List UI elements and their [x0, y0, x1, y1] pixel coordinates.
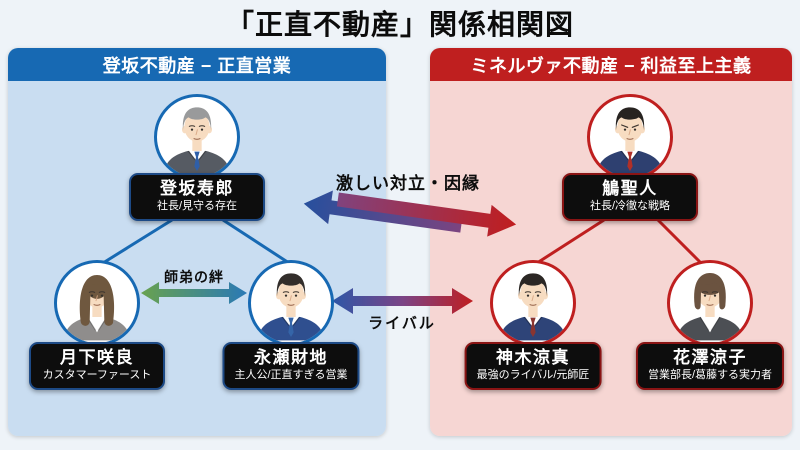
- character-role: 営業部長/葛藤する実力者: [647, 369, 773, 382]
- character-name: 月下咲良: [60, 348, 134, 367]
- namebox: 鵤聖人 社長/冷徹な戦略: [562, 173, 698, 221]
- namebox: 登坂寿郎 社長/見守る存在: [129, 173, 265, 221]
- character-name: 神木涼真: [496, 348, 570, 367]
- mentor-bond-arrow: [141, 282, 247, 304]
- namebox: 花澤涼子 営業部長/葛藤する実力者: [635, 342, 785, 390]
- avatar-kamiki-ryoma: [490, 260, 576, 346]
- namebox: 神木涼真 最強のライバル/元師匠: [464, 342, 602, 390]
- character-role: 最強のライバル/元師匠: [476, 369, 590, 382]
- avatar-hanazawa-ryoko: [667, 260, 753, 346]
- character-name: 鵤聖人: [602, 179, 658, 198]
- character-role: 主人公/正直すぎる営業: [234, 369, 348, 382]
- namebox: 永瀬財地 主人公/正直すぎる営業: [222, 342, 360, 390]
- relationship-label-rival: ライバル: [368, 315, 436, 332]
- character-role: カスタマーファースト: [42, 369, 152, 382]
- avatar-ikaruga-masato: [587, 94, 673, 180]
- character-name: 永瀬財地: [254, 348, 328, 367]
- character-role: 社長/冷徹な戦略: [589, 200, 671, 213]
- namebox: 月下咲良 カスタマーファースト: [29, 342, 165, 390]
- rival-arrow: [332, 288, 473, 314]
- company-header-tosaka: 登坂不動産 − 正直営業: [8, 48, 386, 81]
- relationship-label-mentor-bond: 師弟の絆: [164, 269, 224, 285]
- character-name: 花澤涼子: [673, 348, 747, 367]
- character-role: 社長/見守る存在: [156, 200, 238, 213]
- avatar-nagase-saichi: [248, 260, 334, 346]
- conflict-arrow-red: [336, 192, 517, 237]
- page-title: 「正直不動産」関係相関図: [225, 9, 574, 40]
- character-name: 登坂寿郎: [160, 179, 234, 198]
- avatar-tsukishita-sakura: [54, 260, 140, 346]
- relationship-label-conflict: 激しい対立・因縁: [336, 174, 480, 193]
- avatar-tosaka-juro: [154, 94, 240, 180]
- company-header-minerva: ミネルヴァ不動産 − 利益至上主義: [430, 48, 792, 81]
